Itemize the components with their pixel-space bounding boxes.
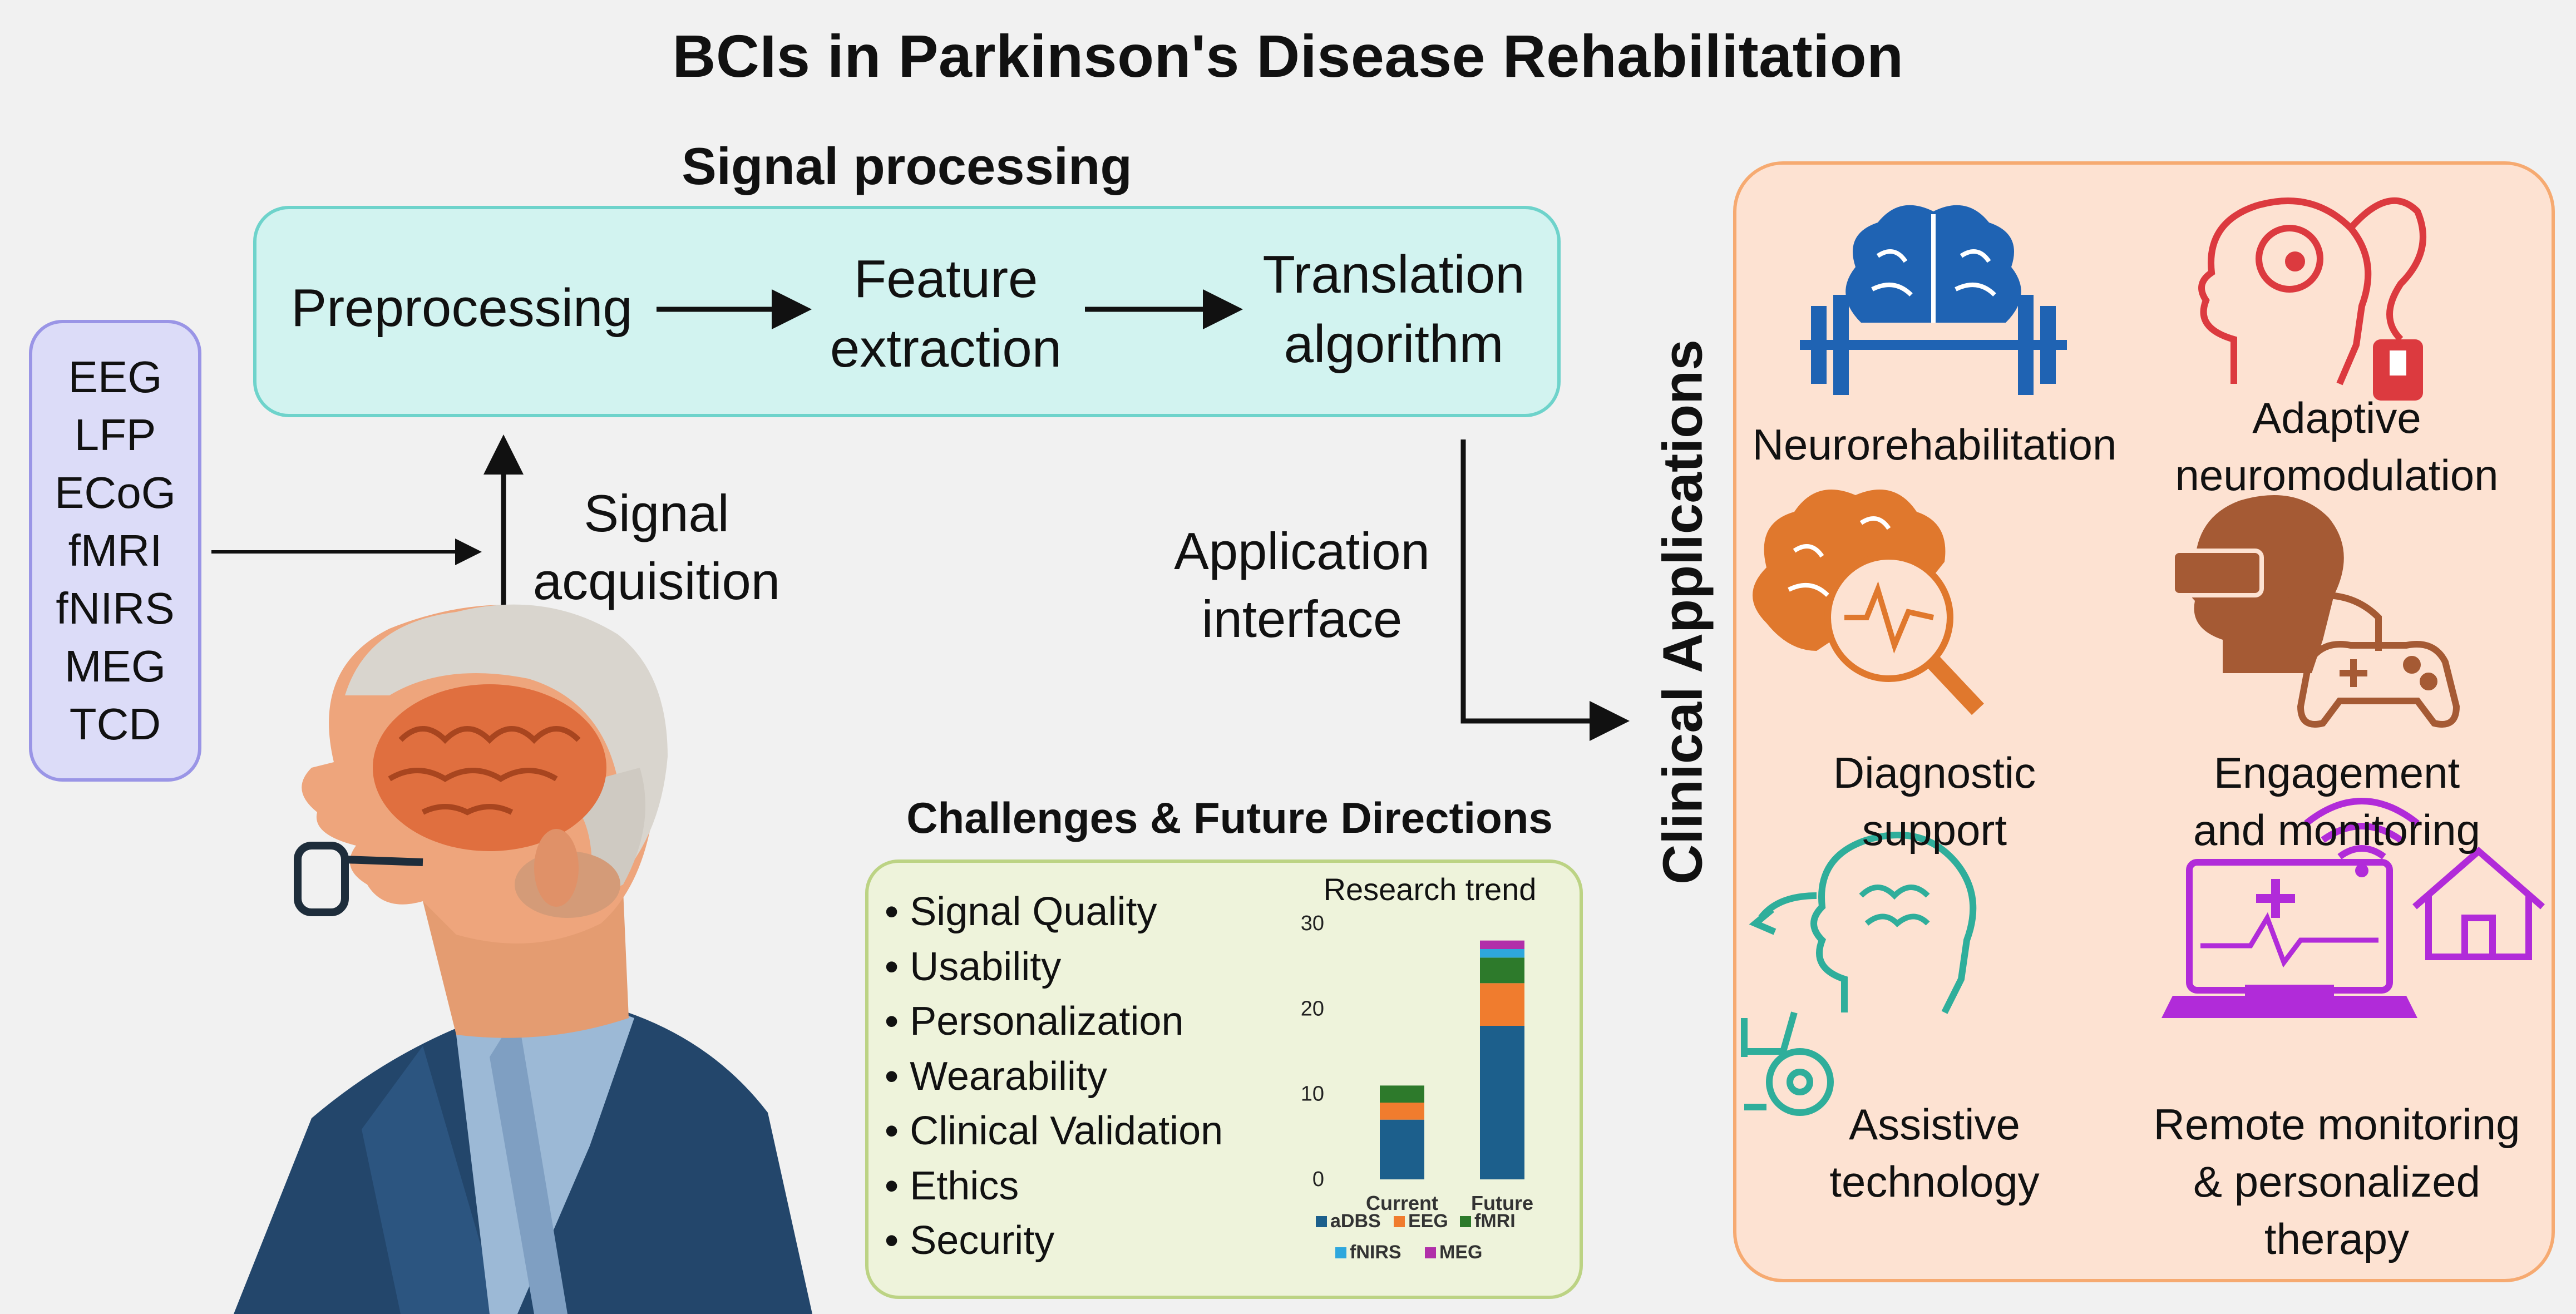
stage-feature-extraction: Feature extraction	[790, 245, 1102, 384]
bar-segment-fnirs	[1480, 949, 1524, 958]
x-tick-label: Future	[1471, 1192, 1533, 1214]
app-label-line: therapy	[2264, 1214, 2410, 1263]
challenge-item: Signal Quality	[885, 885, 1223, 940]
legend-label: EEG	[1408, 1211, 1448, 1232]
challenges-list: Signal Quality Usability Personalization…	[885, 885, 1223, 1268]
stage-line: algorithm	[1284, 314, 1504, 374]
challenges-heading: Challenges & Future Directions	[906, 793, 1553, 842]
brain-shape	[373, 684, 606, 851]
stage-preprocessing: Preprocessing	[278, 274, 645, 343]
legend-swatch	[1335, 1247, 1346, 1258]
app-assistive-technology: Assistive technology	[1745, 1096, 2124, 1211]
challenge-item: Security	[885, 1213, 1223, 1268]
stage-line: extraction	[830, 318, 1062, 378]
challenge-item: Personalization	[885, 994, 1223, 1049]
signal-acquisition-label: Signal acquisition	[506, 480, 807, 615]
app-adaptive-neuromodulation: Adaptive neuromodulation	[2148, 389, 2526, 504]
legend-swatch	[1316, 1216, 1327, 1227]
legend-label: fNIRS	[1350, 1242, 1401, 1263]
bar-segment-fmri	[1380, 1085, 1424, 1103]
legend-label: fMRI	[1474, 1211, 1516, 1232]
source-tcd: TCD	[69, 699, 161, 749]
legend-label: MEG	[1439, 1242, 1482, 1263]
app-label-line: and monitoring	[2193, 805, 2480, 854]
app-label-line: Diagnostic	[1833, 748, 2036, 797]
bar-segment-adbs	[1480, 1026, 1524, 1179]
y-tick-label: 0	[1312, 1168, 1324, 1191]
signal-sources-box: EEG LFP ECoG fMRI fNIRS MEG TCD	[29, 320, 201, 782]
clinical-icons	[1741, 197, 2545, 1116]
source-lfp: LFP	[74, 410, 156, 460]
stage-translation-algorithm: Translation algorithm	[1221, 240, 1566, 379]
app-remote-monitoring: Remote monitoring & personalized therapy	[2148, 1096, 2526, 1268]
challenge-item: Wearability	[885, 1049, 1223, 1104]
bar-segment-eeg	[1480, 983, 1524, 1026]
stage-line: Preprocessing	[291, 278, 633, 338]
app-engagement-monitoring: Engagement and monitoring	[2148, 744, 2526, 859]
challenge-item: Usability	[885, 940, 1223, 995]
stage-line: Feature	[853, 249, 1038, 309]
bar-segment-meg	[1480, 940, 1524, 949]
app-label-line: neuromodulation	[2175, 450, 2499, 500]
legend-label: aDBS	[1330, 1211, 1381, 1232]
app-neurorehabilitation: Neurorehabilitation	[1745, 416, 2124, 473]
y-tick-label: 10	[1301, 1083, 1324, 1106]
app-label-line: Adaptive	[2252, 393, 2421, 442]
app-label-line: Remote monitoring	[2153, 1100, 2520, 1149]
app-label-line: technology	[1829, 1157, 2040, 1206]
brain-magnifier-icon	[1753, 490, 1984, 715]
laptop-home-icon	[2162, 798, 2545, 1018]
app-label-line: Neurorehabilitation	[1752, 420, 2117, 469]
app-label-line: support	[1862, 805, 2007, 854]
x-tick-label: Current	[1366, 1192, 1438, 1214]
legend-swatch	[1394, 1216, 1405, 1227]
stage-line: Translation	[1262, 245, 1525, 304]
legend-swatch	[1425, 1247, 1436, 1258]
wheelchair-head-icon	[1741, 832, 1977, 1116]
signal-processing-box	[253, 206, 1561, 417]
patient-illustration	[234, 604, 812, 1314]
source-ecog: ECoG	[55, 468, 176, 517]
label-line: Application	[1174, 522, 1430, 580]
source-eeg: EEG	[68, 352, 162, 402]
bar-segment-fmri	[1480, 957, 1524, 984]
page-title: BCIs in Parkinson's Disease Rehabilitati…	[672, 22, 1904, 90]
legend-swatch	[1460, 1216, 1471, 1227]
bar-segment-eeg	[1380, 1103, 1424, 1120]
head-stimulator-icon	[2198, 197, 2426, 401]
app-label-line: Assistive	[1849, 1100, 2020, 1149]
source-fmri: fMRI	[68, 526, 162, 575]
source-meg: MEG	[64, 641, 166, 691]
application-interface-label: Application interface	[1135, 517, 1469, 653]
app-label-line: & personalized	[2193, 1157, 2480, 1206]
label-line: acquisition	[532, 552, 781, 611]
clinical-applications-label: Clinical Applications	[1651, 339, 1714, 885]
y-tick-label: 20	[1301, 997, 1324, 1020]
label-line: Signal	[584, 484, 729, 542]
signal-processing-heading: Signal processing	[682, 137, 1132, 195]
app-label-line: Engagement	[2213, 748, 2460, 797]
chart-title: Research trend	[1324, 872, 1537, 907]
app-diagnostic-support: Diagnostic support	[1745, 744, 2124, 859]
y-tick-label: 30	[1301, 912, 1324, 935]
challenge-item: Ethics	[885, 1159, 1223, 1214]
bar-segment-adbs	[1380, 1119, 1424, 1179]
brain-dumbbell-icon	[1800, 205, 2067, 395]
challenge-item: Clinical Validation	[885, 1104, 1223, 1159]
arrow-application-interface	[1460, 439, 1630, 741]
source-fnirs: fNIRS	[56, 584, 175, 633]
vr-gamepad-icon	[2170, 495, 2460, 728]
label-line: interface	[1201, 590, 1403, 649]
